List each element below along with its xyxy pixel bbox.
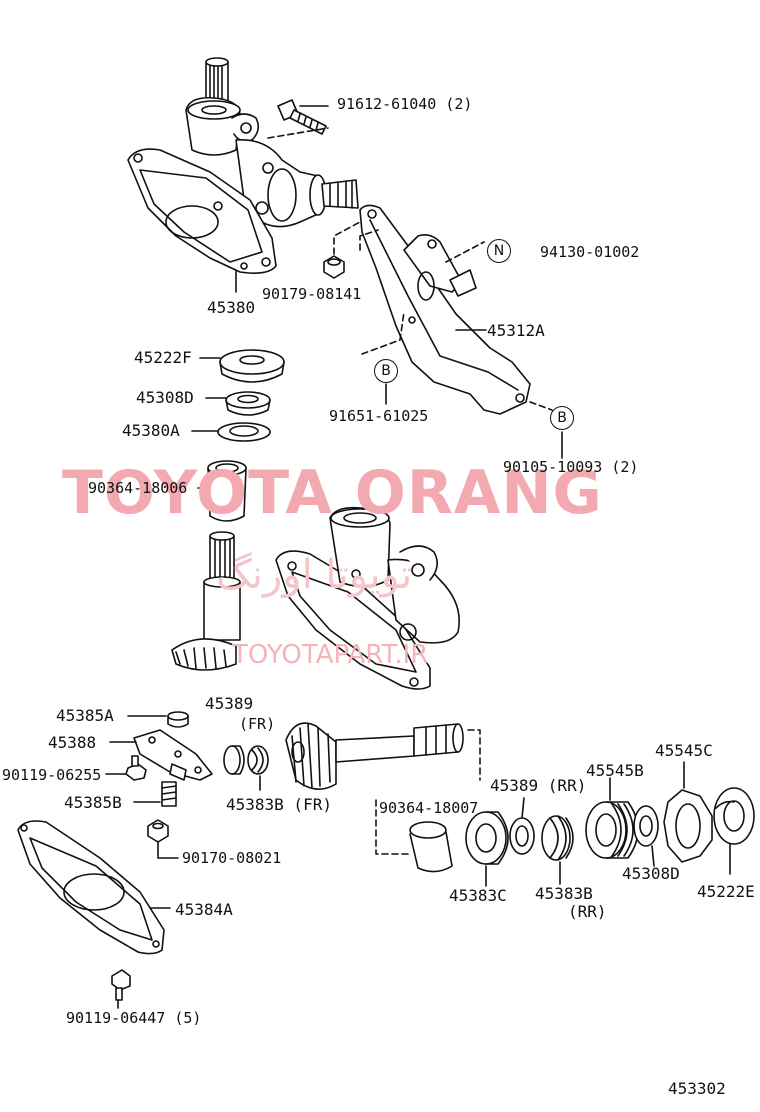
watermark-persian: تویوتا اورنگ [216, 552, 413, 598]
part-label: 90364-18007 [379, 799, 479, 817]
part-label: 45389 [205, 694, 254, 713]
part-label: 90105-10093 (2) [503, 458, 639, 476]
watermark-site: TOYOTAPART.IR [232, 640, 429, 670]
bushing-90364-18006 [197, 460, 247, 522]
part-label: 94130-01002 [540, 243, 640, 261]
part-label: 45383B (FR) [226, 795, 332, 814]
screw-45385b [133, 781, 177, 807]
nut-90179 [323, 221, 361, 279]
pad-45385a [127, 711, 189, 728]
bearing-45383c [465, 811, 509, 887]
part-label: 45380A [122, 421, 180, 440]
cover-45384a [17, 820, 171, 955]
locknut-45545c [663, 761, 713, 863]
part-label: (FR) [239, 715, 276, 733]
spacer-45389-rr [509, 797, 535, 855]
bolt-90119-06447 [111, 969, 131, 1009]
part-label: 91651-61025 [329, 407, 429, 425]
part-label: 45385A [56, 706, 114, 725]
watermark-brand: TOYOTA ORANG [62, 458, 603, 528]
plate-45388 [109, 729, 213, 781]
nut-90170-08021 [147, 819, 179, 859]
part-label: 45222F [134, 348, 192, 367]
marker-b-left: B [374, 359, 398, 383]
part-label: 45385B [64, 793, 122, 812]
part-label: 45380 [207, 298, 256, 317]
part-label: 45384A [175, 900, 233, 919]
part-label: 90119-06255 [2, 766, 102, 784]
sector-shaft [171, 531, 241, 671]
seal-45308d-lower [633, 805, 659, 867]
adjuster-45545b [585, 777, 639, 859]
washer-45380a [191, 422, 271, 442]
bushing-90364-18007 [409, 821, 453, 873]
part-label: 45308D [622, 864, 680, 883]
part-label: 45383C [449, 886, 507, 905]
marker-n: N [487, 239, 511, 263]
gear-housing-middle [275, 506, 460, 690]
part-label: 91612-61040 (2) [337, 95, 473, 113]
part-label: 90170-08021 [182, 849, 282, 867]
seal-45222e [713, 787, 755, 875]
bearing-45383b-fr [247, 745, 269, 791]
worm-shaft [285, 722, 464, 790]
part-label: 45545B [586, 761, 644, 780]
part-label: 90364-18006 [88, 479, 188, 497]
marker-b-right: B [550, 406, 574, 430]
gear-housing-assembly-upper [127, 57, 359, 293]
diagram-code: 453302 [668, 1079, 726, 1098]
part-label: 90119-06447 (5) [66, 1009, 202, 1027]
bracket-45312a [359, 204, 563, 459]
part-label: 45388 [48, 733, 97, 752]
part-label: 45312A [487, 321, 545, 340]
part-label: (RR) [568, 902, 607, 921]
bolt-91612 [267, 99, 329, 139]
seal-45308d-upper [205, 391, 271, 416]
part-label: 45545C [655, 741, 713, 760]
part-label: 45308D [136, 388, 194, 407]
part-label: 90179-08141 [262, 285, 362, 303]
seal-45222f [199, 349, 285, 383]
part-label: 45389 (RR) [490, 776, 587, 795]
part-label: 45222E [697, 882, 755, 901]
bolt-90119-06255 [105, 755, 147, 781]
part-label: 45383B [535, 884, 593, 903]
bearing-45383b-rr [541, 815, 574, 885]
spacer-45389-fr [223, 745, 245, 775]
